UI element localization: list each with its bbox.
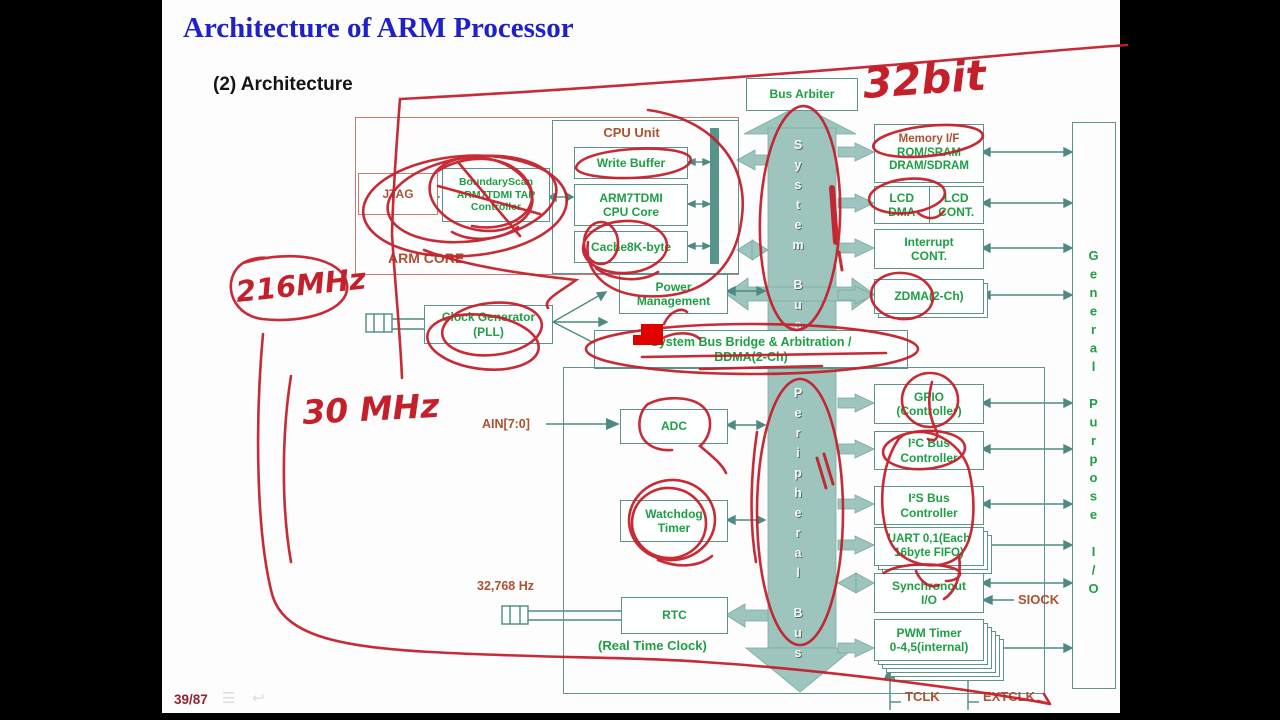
clock-gen-line1: Clock Generator [441,310,536,325]
memory-if-line3: DRAM/SDRAM [889,160,969,173]
rtc-label: RTC [662,608,687,623]
jtag-block: JTAG [358,173,438,215]
i2s-block: I²S Bus Controller [874,486,984,525]
bus-bridge-block: System Bus Bridge & Arbitration / BDMA(2… [594,330,908,369]
ain-label: AIN[7:0] [482,417,530,431]
memory-if-line1: Memory I/F [898,133,960,146]
write-buffer-block: Write Buffer [574,147,688,179]
slide-subtitle: (2) Architecture [213,74,353,95]
boundary-scan-line3: Controller [470,201,522,214]
power-management-block: Power Management [619,274,728,314]
cache-label: Cache8K-byte [590,239,672,254]
lcd-block: LCD DMA LCD CONT. [874,186,984,224]
bridge-line2: BDMA(2-Ch) [714,349,788,364]
rtc-freq-label: 32,768 Hz [477,579,534,593]
uart-line1: UART 0,1(Each [887,532,971,545]
i2s-line2: Controller [900,505,958,520]
cpu-core-line1: ARM7TDMI [599,190,663,205]
bus-arbiter-block: Bus Arbiter [746,78,858,111]
i2c-line2: Controller [900,450,958,465]
siock-label: SIOCK [1018,592,1060,607]
tclk-label: TCLK [905,689,940,704]
system-bus-label: System Bus [791,138,805,338]
lcd-cont-line1: LCD [943,190,969,205]
cpu-local-bus-bar [710,128,719,264]
lcd-dma-line1: LCD [889,190,915,205]
i2c-line1: I²C Bus [908,436,950,451]
jtag-label: JTAG [382,186,414,201]
memory-if-line2: ROM/SRAM [897,146,961,159]
pwm-block: PWM Timer 0-4,5(internal) [874,619,984,661]
sync-io-block: Synchronout I/O [874,573,984,613]
pwm-line2: 0-4,5(internal) [889,640,969,654]
watchdog-line2: Timer [657,521,691,535]
sync-io-line2: I/O [920,593,937,607]
rtc-caption: (Real Time Clock) [598,638,707,653]
bridge-line1: System Bus Bridge & Arbitration / [650,334,852,349]
adc-label: ADC [661,419,687,434]
cpu-unit-title: CPU Unit [603,125,660,140]
uart-line2: 16byte FIFO) [894,546,964,559]
extclk-label: EXTCLK [983,689,1035,704]
cpu-core-block: ARM7TDMI CPU Core [574,184,688,226]
watchdog-line1: Watchdog [645,506,703,521]
power-line2: Management [636,294,711,308]
interrupt-line2: CONT. [911,249,947,263]
boundary-scan-line1: BoundaryScan [458,176,534,189]
lcd-dma-line2: DMA [888,205,916,219]
arm-core-label: ARM CORE [388,250,465,266]
uart-block: UART 0,1(Each 16byte FIFO) [874,527,984,566]
zdma-label: ZDMA(2-Ch) [894,289,964,304]
interrupt-block: Interrupt CONT. [874,229,984,269]
interrupt-line1: Interrupt [904,234,954,249]
i2s-line1: I²S Bus [908,491,950,506]
adc-block: ADC [620,409,728,444]
page-title: Architecture of ARM Processor [183,12,574,44]
rtc-block: RTC [621,597,728,634]
lcd-cont-line2: CONT. [938,205,975,219]
gp-io-bar-label: General Purpose I/O [1086,248,1101,600]
write-buffer-label: Write Buffer [596,155,666,170]
clock-gen-line2: (PLL) [473,324,504,339]
zdma-block: ZDMA(2-Ch) [874,279,984,314]
watchdog-block: Watchdog Timer [620,500,728,542]
cpu-core-line2: CPU Core [602,205,659,219]
lcd-cont-cell: LCD CONT. [930,187,984,223]
i2c-block: I²C Bus Controller [874,431,984,470]
gp-io-bar [1072,122,1116,689]
page-indicator: 39/87 [174,692,208,707]
sync-io-line1: Synchronout [892,578,966,593]
gpio-block: GPIO (Controller) [874,384,984,424]
pages-icon[interactable]: ☰ [222,690,236,707]
pwm-line1: PWM Timer [896,625,962,640]
pointer-icon[interactable]: ↩ [252,690,265,707]
lcd-dma-cell: LCD DMA [875,187,930,223]
power-line1: Power [655,279,692,294]
bus-arbiter-label: Bus Arbiter [769,87,835,102]
boundary-scan-block: BoundaryScan ARM7TDMI TAP Controller [442,168,550,222]
memory-if-block: Memory I/F ROM/SRAM DRAM/SDRAM [874,124,984,183]
gpio-line1: GPIO [913,389,944,404]
clock-generator-block: Clock Generator (PLL) [424,305,553,344]
boundary-scan-line2: ARM7TDMI TAP [456,188,536,201]
gpio-line2: (Controller) [896,404,962,418]
cache-block: Cache8K-byte [574,231,688,263]
